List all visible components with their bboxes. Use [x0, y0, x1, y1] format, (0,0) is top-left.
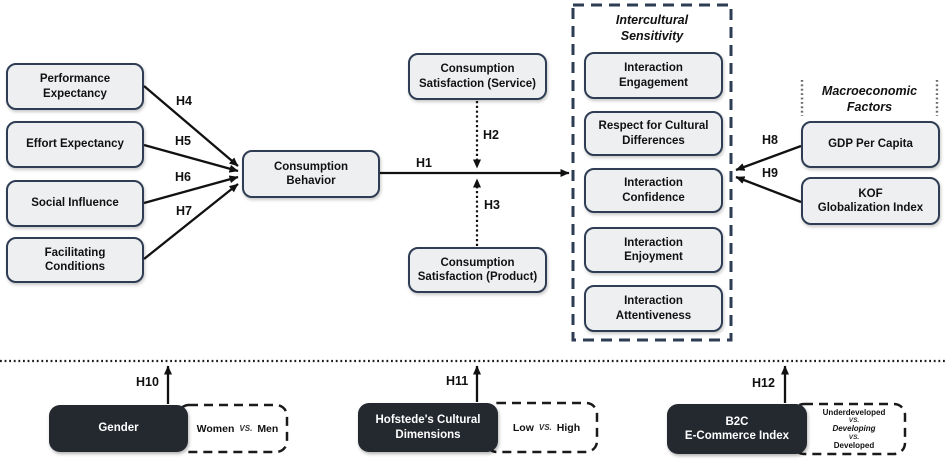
hypothesis-label-h6: H6 [175, 170, 191, 184]
arrow-h9 [735, 175, 802, 204]
node-label: Interaction Confidence [622, 177, 685, 204]
hypothesis-label-h7: H7 [176, 204, 192, 218]
node-label: Performance Expectancy [39, 73, 111, 100]
node-facilitating-conditions: Facilitating Conditions [6, 237, 144, 283]
node-label: Interaction Enjoyment [624, 236, 683, 263]
hypothesis-label-h9: H9 [762, 166, 778, 180]
node-label: Social Influence [31, 197, 119, 210]
level-label: Underdeveloped [822, 408, 886, 418]
vs-label: VS. [848, 417, 860, 425]
hypothesis-label-h4: H4 [176, 94, 192, 108]
node-gender: Gender [49, 405, 188, 452]
level-label: Developing [832, 424, 876, 434]
node-label: KOF Globalization Index [817, 187, 924, 214]
node-label: GDP Per Capita [828, 138, 913, 151]
node-label: Hofstede's Cultural Dimensions [375, 414, 481, 441]
node-kof-globalization-index: KOF Globalization Index [801, 177, 940, 225]
b2c-levels: Underdeveloped VS. Developing VS. Develo… [805, 406, 903, 452]
arrow-h5 [143, 143, 239, 173]
macroeconomic-factors-title: Macroeconomic Factors [821, 84, 918, 114]
node-interaction-confidence: Interaction Confidence [584, 168, 723, 213]
node-consumption-behavior: Consumption Behavior [242, 150, 380, 198]
node-label: Consumption Satisfaction (Service) [419, 63, 536, 90]
node-label: Interaction Attentiveness [615, 295, 692, 322]
level-label: High [556, 421, 581, 434]
arrow-h6 [143, 175, 239, 205]
hypothesis-label-h5: H5 [175, 134, 191, 148]
hypothesis-label-h12: H12 [752, 376, 775, 390]
node-hofstede-cultural-dimensions: Hofstede's Cultural Dimensions [358, 403, 498, 452]
node-consumption-satisfaction-service: Consumption Satisfaction (Service) [408, 53, 547, 100]
vs-label: VS. [538, 423, 552, 432]
node-performance-expectancy: Performance Expectancy [6, 63, 144, 110]
node-interaction-enjoyment: Interaction Enjoyment [584, 227, 723, 273]
node-label: Gender [98, 422, 139, 435]
level-label: Developed [833, 440, 875, 450]
hypothesis-label-h2: H2 [483, 128, 499, 142]
node-consumption-satisfaction-product: Consumption Satisfaction (Product) [408, 247, 547, 293]
hypothesis-label-h11: H11 [446, 374, 469, 388]
node-label: Consumption Satisfaction (Product) [417, 256, 538, 283]
arrow-h7 [143, 183, 239, 260]
node-label: Effort Expectancy [26, 138, 124, 151]
level-label: Men [257, 422, 279, 435]
node-label: B2C E-Commerce Index [684, 415, 790, 442]
node-respect-for-cultural-differences: Respect for Cultural Differences [584, 111, 723, 156]
level-label: Women [196, 422, 235, 435]
hypothesis-label-h10: H10 [136, 375, 159, 389]
node-social-influence: Social Influence [6, 180, 144, 227]
intercultural-sensitivity-title: Intercultural Sensitivity [615, 13, 689, 43]
vs-label: VS. [848, 433, 860, 441]
hypothesis-label-h1: H1 [416, 156, 432, 170]
node-label: Interaction Engagement [618, 62, 688, 89]
node-gdp-per-capita: GDP Per Capita [801, 121, 940, 168]
level-label: Low [512, 421, 534, 434]
hofstede-levels: Low VS. High [498, 403, 595, 452]
node-b2c-ecommerce-index: B2C E-Commerce Index [667, 404, 807, 454]
node-interaction-engagement: Interaction Engagement [584, 52, 723, 99]
gender-levels: Women VS. Men [190, 405, 285, 452]
node-interaction-attentiveness: Interaction Attentiveness [584, 285, 723, 332]
node-effort-expectancy: Effort Expectancy [6, 121, 144, 168]
node-label: Facilitating Conditions [44, 246, 106, 273]
node-label: Respect for Cultural Differences [598, 120, 709, 147]
node-label: Consumption Behavior [273, 160, 349, 187]
vs-label: VS. [239, 424, 253, 433]
hypothesis-label-h8: H8 [762, 133, 778, 147]
hypothesis-label-h3: H3 [484, 198, 500, 212]
